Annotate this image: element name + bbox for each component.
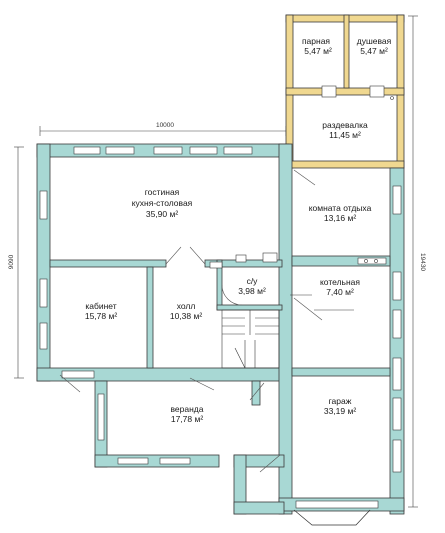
fixtures — [209, 96, 394, 269]
room-holl-name: холл — [177, 301, 196, 311]
room-dushevaya-name: душевая — [357, 36, 392, 46]
room-holl-area: 10,38 м² — [170, 311, 202, 321]
room-parnaya-name: парная — [302, 36, 330, 46]
dimension-lines — [14, 15, 418, 508]
room-komnata-name: комната отдыха — [309, 203, 372, 213]
room-dushevaya-area: 5,47 м² — [360, 46, 388, 56]
room-labels: парная 5,47 м² душевая 5,47 м² раздевалк… — [85, 36, 392, 424]
depth-dimension: 9090 — [8, 254, 15, 269]
room-veranda-name: веранда — [171, 404, 204, 414]
room-razdevalka-name: раздевалка — [322, 120, 368, 130]
room-kabinet-name: кабинет — [85, 301, 116, 311]
room-su-area: 3,98 м² — [238, 286, 266, 296]
room-garazh-name: гараж — [329, 396, 352, 406]
windows — [39, 146, 402, 509]
room-veranda-area: 17,78 м² — [171, 414, 203, 424]
door-swings — [59, 169, 371, 526]
room-kotelnaya-area: 7,40 м² — [326, 287, 354, 297]
staircase — [221, 309, 280, 369]
veranda-walls — [94, 380, 285, 515]
total-dimension: 19430 — [419, 253, 426, 271]
room-kabinet-area: 15,78 м² — [85, 311, 117, 321]
room-su-name: с/у — [247, 276, 259, 286]
room-parnaya-area: 5,47 м² — [304, 46, 332, 56]
width-dimension: 10000 — [156, 122, 174, 129]
room-gostinaya-area: 35,90 м² — [146, 209, 178, 219]
room-kotelnaya-name: котельная — [320, 277, 360, 287]
room-gostinaya-name: гостиная — [145, 187, 180, 197]
room-garazh-area: 33,19 м² — [324, 406, 356, 416]
room-komnata-area: 13,16 м² — [324, 213, 356, 223]
room-gostinaya-name2: кухня-столовая — [132, 198, 193, 208]
sauna-doors — [321, 85, 385, 98]
room-razdevalka-area: 11,45 м² — [329, 130, 361, 140]
